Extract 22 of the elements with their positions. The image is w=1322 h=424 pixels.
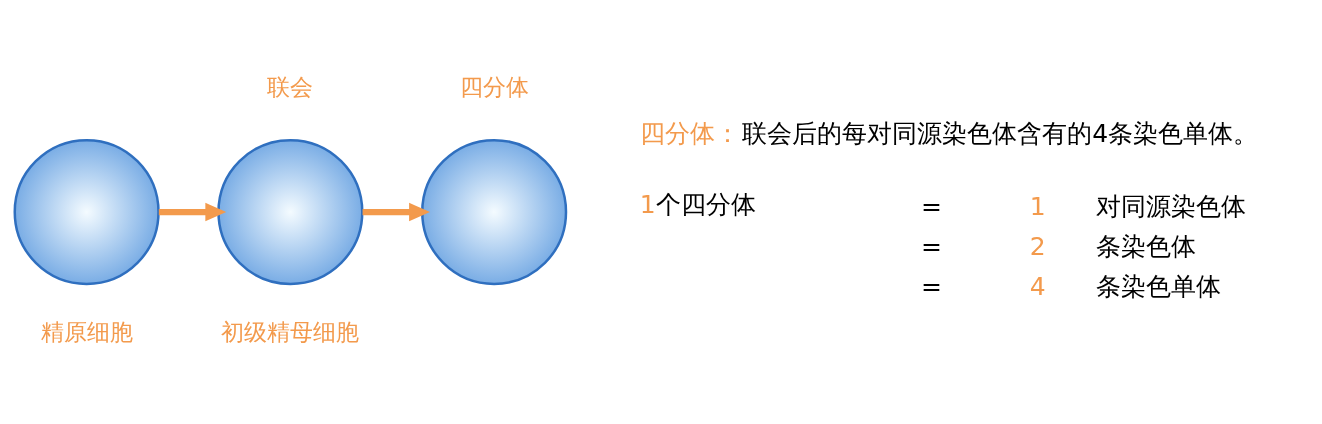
node-circle xyxy=(421,138,568,286)
label: 2 xyxy=(1029,231,1046,261)
label: 初级精母细胞 xyxy=(221,319,360,345)
label: 1 xyxy=(639,190,656,220)
node-circle xyxy=(13,138,160,286)
label: 条染色体 xyxy=(1096,231,1196,261)
label: = xyxy=(921,231,942,261)
label: 1 xyxy=(1029,191,1046,221)
label: 四分体： xyxy=(639,119,740,148)
node-label: 联会 xyxy=(267,74,314,100)
label: = xyxy=(921,271,942,301)
label: 对同源染色体 xyxy=(1096,191,1246,221)
label: 联会后的每对同源染色体含有的4条染色单体。 xyxy=(742,119,1259,148)
label: 条染色单体 xyxy=(1096,271,1221,301)
label: = xyxy=(921,191,942,221)
node-label: 四分体 xyxy=(459,74,529,100)
node-circle xyxy=(217,138,364,286)
label: 4 xyxy=(1029,271,1046,301)
arrow xyxy=(158,202,227,222)
label: 个四分体 xyxy=(656,190,756,220)
node-label: 精原细胞 xyxy=(40,319,133,345)
arrow xyxy=(362,202,431,222)
